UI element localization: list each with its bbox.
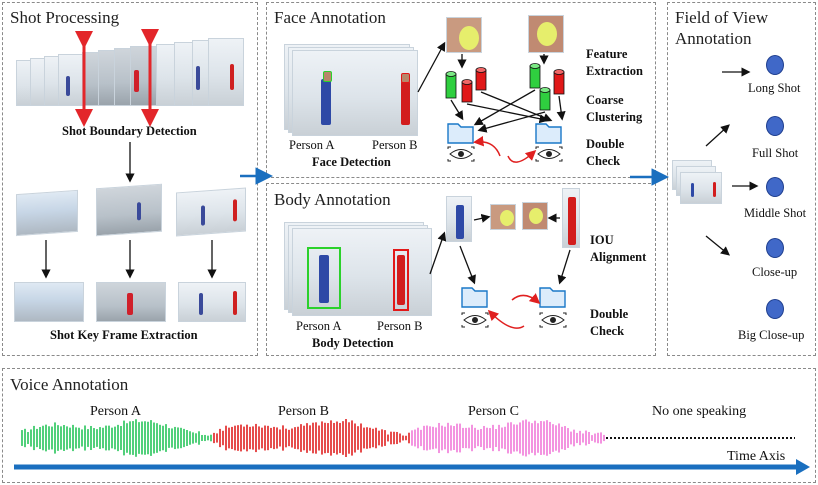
voice-speaker-a: Person A bbox=[90, 404, 141, 419]
keyframe-3 bbox=[178, 282, 246, 322]
body-annotation-title: Body Annotation bbox=[274, 190, 391, 209]
body-person-b: Person B bbox=[377, 319, 423, 333]
fov-dot-big-close-up bbox=[766, 299, 784, 319]
iou-alignment-label: IOU Alignment bbox=[590, 233, 647, 264]
body-face-crop-a bbox=[490, 204, 516, 230]
body-double-check-label: Double Check bbox=[590, 307, 629, 338]
fov-dot-close-up bbox=[766, 238, 784, 258]
face-detection-frames bbox=[284, 44, 418, 136]
voice-annotation-panel bbox=[2, 368, 816, 483]
body-crop-a bbox=[446, 196, 472, 242]
shot-frame-1 bbox=[16, 189, 78, 237]
fov-input-image bbox=[680, 172, 722, 204]
body-detection-frames bbox=[284, 222, 434, 318]
shot-boundary-label: Shot Boundary Detection bbox=[62, 124, 197, 138]
fov-long-shot: Long Shot bbox=[748, 81, 801, 95]
face-crop-a bbox=[446, 17, 482, 53]
coarse-clustering-label: Coarse Clustering bbox=[586, 93, 643, 124]
voice-no-speaker: No one speaking bbox=[652, 404, 747, 419]
keyframe-label: Shot Key Frame Extraction bbox=[50, 328, 198, 342]
face-person-a: Person A bbox=[289, 138, 335, 152]
face-detection-label: Face Detection bbox=[312, 155, 391, 169]
shot-filmstrip bbox=[16, 36, 244, 126]
shot-frame-2 bbox=[96, 183, 162, 237]
face-annotation-panel bbox=[266, 2, 656, 178]
keyframe-2 bbox=[96, 282, 166, 322]
shot-frame-3 bbox=[176, 187, 246, 237]
body-face-crop-b bbox=[522, 202, 548, 230]
face-annotation-title: Face Annotation bbox=[274, 8, 386, 27]
fov-title-line1: Field of View bbox=[675, 8, 769, 27]
body-detection-image bbox=[292, 228, 432, 316]
keyframe-1 bbox=[14, 282, 84, 322]
shot-processing-title: Shot Processing bbox=[10, 8, 120, 27]
body-crop-b bbox=[562, 188, 580, 248]
film-frame bbox=[208, 38, 244, 106]
face-person-b: Person B bbox=[372, 138, 418, 152]
fov-dot-full-shot bbox=[766, 116, 784, 136]
fov-title-line2: Annotation bbox=[675, 29, 752, 48]
face-crop-b bbox=[528, 15, 564, 53]
fov-input-frames bbox=[672, 160, 722, 210]
body-person-a: Person A bbox=[296, 319, 342, 333]
fov-middle-shot: Middle Shot bbox=[744, 206, 807, 220]
fov-dot-long-shot bbox=[766, 55, 784, 75]
feature-extraction-label: Feature Extraction bbox=[586, 47, 643, 78]
voice-annotation-title: Voice Annotation bbox=[10, 375, 129, 394]
fov-close-up: Close-up bbox=[752, 265, 798, 279]
fov-big-close-up: Big Close-up bbox=[738, 328, 805, 342]
body-annotation-panel bbox=[266, 183, 656, 356]
face-double-check-label: Double Check bbox=[586, 137, 625, 168]
fov-full-shot: Full Shot bbox=[752, 146, 799, 160]
voice-speaker-c: Person C bbox=[468, 404, 519, 419]
face-detection-image bbox=[292, 50, 418, 136]
voice-speaker-b: Person B bbox=[278, 404, 329, 419]
body-detection-label: Body Detection bbox=[312, 336, 394, 350]
fov-dot-middle-shot bbox=[766, 177, 784, 197]
time-axis-label: Time Axis bbox=[727, 449, 786, 464]
